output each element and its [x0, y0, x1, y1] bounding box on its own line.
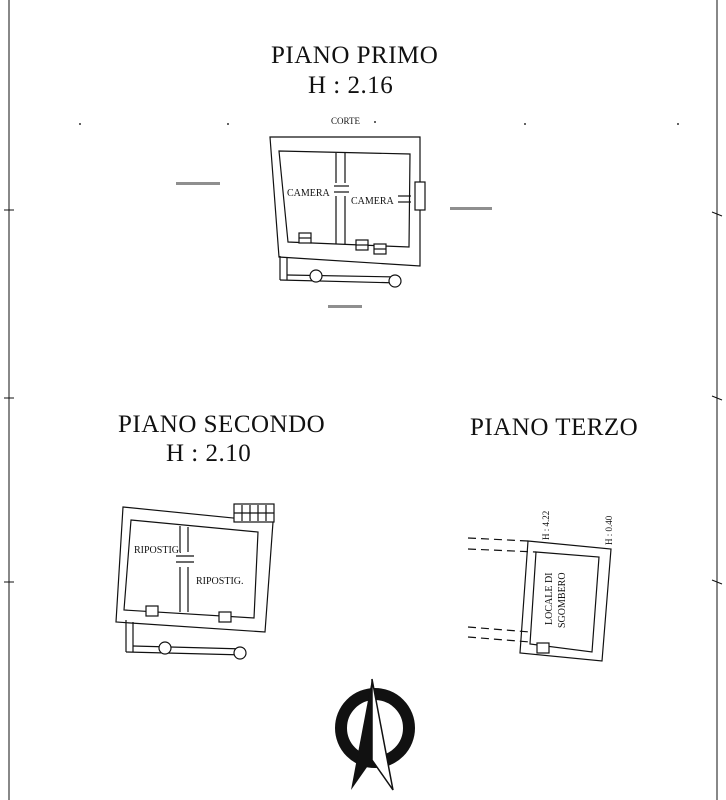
survey-marks	[79, 121, 679, 308]
terzo-height-right: H : 0.40	[604, 515, 614, 545]
piano-primo-height: H : 2.16	[308, 72, 394, 99]
room-ripostig-2: RIPOSTIG.	[196, 576, 244, 587]
piano-secondo-height: H : 2.10	[166, 440, 252, 467]
room-ripostig-1: RIPOSTIG.	[134, 545, 182, 556]
terzo-height-left: H : 4.22	[541, 511, 551, 540]
piano-terzo-title: PIANO TERZO	[470, 414, 639, 441]
room-locale-line2: SGOMBERO	[557, 572, 568, 628]
sheet-edge-marks	[4, 0, 723, 800]
room-camera-2: CAMERA	[351, 196, 395, 207]
corte-label: CORTE	[331, 116, 360, 126]
room-camera-1: CAMERA	[287, 188, 331, 199]
north-arrow-icon	[335, 678, 415, 791]
piano-secondo-title: PIANO SECONDO	[118, 411, 326, 438]
room-locale-line1: LOCALE DI	[544, 573, 555, 626]
piano-secondo-plan	[115, 503, 275, 660]
piano-primo-title: PIANO PRIMO	[271, 42, 439, 69]
piano-terzo-plan	[467, 537, 612, 662]
piano-primo-plan	[269, 136, 426, 288]
